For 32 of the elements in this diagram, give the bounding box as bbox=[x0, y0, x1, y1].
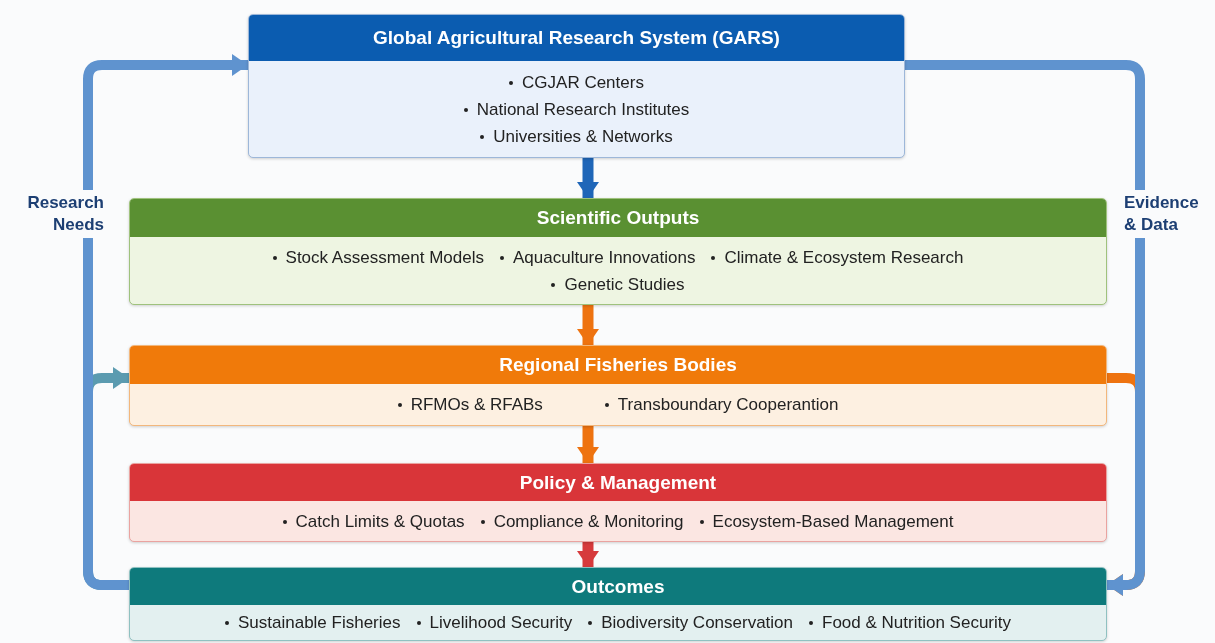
arrow bbox=[83, 54, 248, 590]
list-item: Biodiversity Conservation bbox=[588, 609, 794, 636]
list-item: Compliance & Monitoring bbox=[480, 507, 684, 535]
list-item: Ecosystem-Based Management bbox=[699, 507, 954, 535]
list-item: Catch Limits & Quotas bbox=[282, 507, 465, 535]
list-item: Transboundary Cooperantion bbox=[604, 391, 839, 418]
process-box bbox=[248, 14, 905, 158]
box-header: Outcomes bbox=[130, 568, 1106, 605]
arrow bbox=[905, 60, 1145, 596]
box-header: Global Agricultural Research System (GARS) bbox=[249, 15, 904, 61]
list-item: Food & Nutrition Security bbox=[809, 609, 1011, 636]
list-item: RFMOs & RFABs bbox=[397, 391, 543, 418]
process-box bbox=[129, 198, 1107, 305]
process-box bbox=[129, 463, 1107, 542]
process-box bbox=[129, 567, 1107, 641]
list-item: Climate & Ecosystem Research bbox=[711, 243, 964, 271]
arrow bbox=[577, 426, 599, 463]
list-item: Universities & Networks bbox=[480, 122, 673, 150]
arrow bbox=[577, 158, 599, 198]
list-item: National Research Institutes bbox=[463, 95, 690, 123]
list-item: Stock Assessment Models bbox=[272, 243, 484, 271]
box-header: Scientific Outputs bbox=[130, 199, 1106, 237]
arrow bbox=[577, 305, 599, 345]
box-header: Regional Fisheries Bodies bbox=[130, 346, 1106, 384]
list-item: Livelihood Security bbox=[416, 609, 573, 636]
list-item: Genetic Studies bbox=[551, 270, 685, 298]
arrow bbox=[577, 542, 599, 567]
box-header: Policy & Management bbox=[130, 464, 1106, 501]
list-item: Aquaculture Innovations bbox=[500, 243, 696, 271]
process-box bbox=[129, 345, 1107, 426]
list-item: CGJAR Centers bbox=[509, 68, 644, 96]
list-item: Sustainable Fisheries bbox=[225, 609, 401, 636]
